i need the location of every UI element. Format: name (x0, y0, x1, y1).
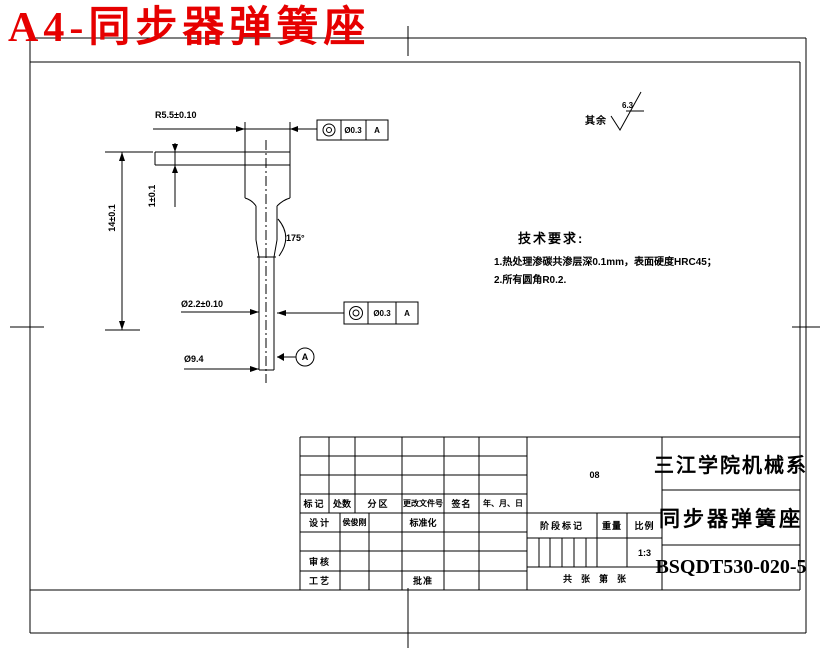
tolerance-value: Ø0.3 (373, 309, 391, 318)
tb-role-check: 审核 (308, 556, 331, 567)
dim-bore: Ø2.2±0.10 (181, 299, 223, 309)
tb-scale-header: 比例 (634, 521, 655, 531)
part-outline (154, 122, 291, 371)
tb-header-sign: 签名 (451, 499, 472, 509)
tb-sheet-note: 共 张 第 张 (562, 574, 626, 584)
tb-material: 08 (589, 470, 600, 480)
sheet-frame (29, 37, 807, 634)
tolerance-frame-2: Ø0.3 A (277, 301, 419, 325)
tb-header-docno: 更改文件号 (403, 499, 443, 508)
roughness-value: 6.3 (622, 101, 634, 110)
tolerance-datum: A (374, 126, 380, 135)
tb-weight-header: 重量 (601, 521, 622, 531)
tech-requirements-heading: 技术要求: (518, 231, 585, 246)
tolerance-datum: A (404, 309, 410, 318)
page-title: A4-同步器弹簧座 (8, 5, 371, 51)
tb-scale-value: 1:3 (637, 547, 651, 558)
tb-role-process: 工艺 (308, 576, 331, 586)
centering-marks (10, 26, 820, 648)
surface-note-label: 其余 (585, 115, 607, 127)
dim-radius: R5.5±0.10 (155, 110, 196, 120)
tb-role-design: 设计 (308, 518, 331, 528)
tech-requirement-item: 2.所有圆角R0.2. (494, 275, 567, 286)
dim-stem: Ø9.4 (184, 354, 204, 364)
tb-stage-header: 阶段标记 (539, 521, 584, 531)
tb-organization: 三江学院机械系 (654, 455, 808, 477)
tb-role-standardization: 标准化 (409, 518, 437, 528)
tolerance-frame-1: Ø0.3 A (316, 119, 389, 141)
tb-designer-name: 侯俊刚 (342, 518, 367, 527)
tb-header-zone: 分区 (367, 499, 390, 509)
tb-header-mark: 标记 (303, 499, 326, 509)
concentricity-icon (322, 123, 336, 137)
tb-header-date: 年、月、日 (483, 499, 523, 508)
tb-drawing-number: BSQDT530-020-5 (655, 556, 807, 578)
dimensions: R5.5±0.10 14±0.1 1±0.1 175° Ø2.2±0.10 Ø9… (105, 110, 317, 372)
tb-header-count: 处数 (332, 499, 351, 509)
dim-height: 14±0.1 (107, 204, 117, 231)
concentricity-icon (349, 306, 363, 320)
tolerance-value: Ø0.3 (344, 126, 362, 135)
datum-balloon: A (277, 347, 315, 367)
dim-angle: 175° (286, 233, 305, 243)
tb-part-name: 同步器弹簧座 (659, 507, 803, 531)
title-block-grid (299, 436, 800, 590)
datum-label: A (302, 352, 309, 362)
dim-thickness: 1±0.1 (147, 185, 157, 207)
tech-requirement-item: 1.热处理渗碳共渗层深0.1mm，表面硬度HRC45； (494, 257, 717, 268)
surface-roughness-icon: 6.3 (610, 91, 644, 131)
tb-role-approve: 批准 (412, 576, 433, 586)
